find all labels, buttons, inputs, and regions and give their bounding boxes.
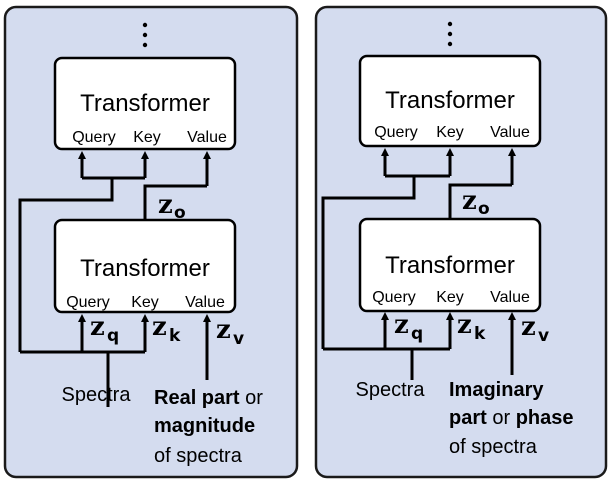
svg-text:Real part or: Real part or: [154, 387, 263, 409]
svg-text:v: v: [233, 329, 244, 349]
key-label: Key: [436, 124, 464, 141]
svg-text:z: z: [216, 315, 231, 345]
svg-text:of spectra: of spectra: [154, 445, 243, 467]
query-label: Query: [374, 124, 418, 141]
z-q-label: z q: [90, 312, 119, 346]
value-label: Value: [490, 124, 530, 141]
z-k-label: z k: [152, 312, 181, 346]
svg-text:of spectra: of spectra: [449, 436, 538, 458]
svg-text:z: z: [152, 312, 167, 342]
z-v-label: z v: [216, 315, 244, 349]
real-part-input-label: Real part or magnitude of spectra: [154, 387, 263, 467]
svg-text:z: z: [90, 312, 105, 342]
left-panel: Transformer Query Key Value Transformer …: [3, 5, 299, 479]
imaginary-part-input-label: Imaginary part or phase of spectra: [449, 379, 574, 458]
svg-text:q: q: [411, 324, 423, 344]
svg-text:o: o: [174, 203, 186, 223]
svg-text:z: z: [158, 190, 173, 220]
query-label: Query: [66, 294, 110, 311]
svg-text:z: z: [462, 186, 477, 216]
query-label: Query: [72, 129, 116, 146]
spectra-input-label: Spectra: [356, 379, 426, 401]
svg-text:v: v: [538, 326, 549, 346]
top-transformer-block: Transformer Query Key Value: [53, 56, 237, 151]
svg-text:z: z: [394, 310, 409, 340]
value-label: Value: [185, 294, 225, 311]
spectra-input-label: Spectra: [62, 384, 132, 406]
ellipsis-icon: [142, 22, 148, 48]
svg-text:q: q: [107, 326, 119, 346]
key-label: Key: [133, 129, 161, 146]
svg-text:Imaginary: Imaginary: [449, 379, 544, 401]
svg-text:k: k: [169, 326, 181, 346]
transformer-title: Transformer: [80, 255, 210, 282]
value-label: Value: [490, 289, 530, 306]
top-transformer-block: Transformer Query Key Value: [358, 54, 542, 148]
connector-lines: [321, 148, 516, 380]
svg-text:k: k: [474, 324, 486, 344]
svg-text:z: z: [521, 312, 536, 342]
svg-text:o: o: [478, 199, 490, 219]
transformer-title: Transformer: [385, 252, 515, 279]
value-label: Value: [187, 129, 227, 146]
bottom-transformer-block: Transformer Query Key Value: [53, 218, 237, 314]
z-q-label: z q: [394, 310, 423, 344]
z-o-label: z o: [158, 190, 186, 223]
svg-text:part or phase: part or phase: [449, 407, 574, 429]
connector-lines: [18, 151, 211, 407]
svg-text:z: z: [457, 310, 472, 340]
right-panel: Transformer Query Key Value Transformer …: [314, 5, 608, 479]
bottom-transformer-block: Transformer Query Key Value: [358, 217, 542, 313]
z-k-label: z k: [457, 310, 486, 344]
ellipsis-icon: [447, 21, 453, 47]
transformer-title: Transformer: [385, 87, 515, 114]
query-label: Query: [372, 289, 416, 306]
z-o-label: z o: [462, 186, 490, 219]
transformer-title: Transformer: [80, 90, 210, 117]
z-v-label: z v: [521, 312, 549, 346]
key-label: Key: [436, 289, 464, 306]
svg-text:magnitude: magnitude: [154, 415, 255, 437]
key-label: Key: [131, 294, 159, 311]
